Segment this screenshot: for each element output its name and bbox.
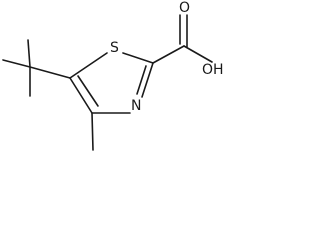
molecule-drawing: O OH S N [2,0,224,151]
atom-label-nitrogen: N [131,98,141,114]
bond-c2-n3 [141,62,154,98]
bond-s1-c2 [122,52,154,64]
bond-tbu-methyl-top [27,39,31,68]
bond-c5-s1 [69,52,108,79]
atom-label-sulfur: S [110,40,119,56]
atom-label-hydroxyl: OH [202,62,224,78]
bond-carboxyl-oh [183,45,213,63]
structure-canvas: O OH S N [0,0,234,158]
bond-tbu-methyl-left [2,59,31,68]
bond-c4-methyl [91,112,94,151]
bond-c4-c5 [69,77,93,114]
bond-c2-carboxyl [152,45,185,64]
bond-c2-n3-double [136,65,147,95]
bond-c4-c5-double [77,75,99,107]
atom-label-oxygen: O [179,0,190,16]
bond-tbu-to-c5 [29,66,71,79]
